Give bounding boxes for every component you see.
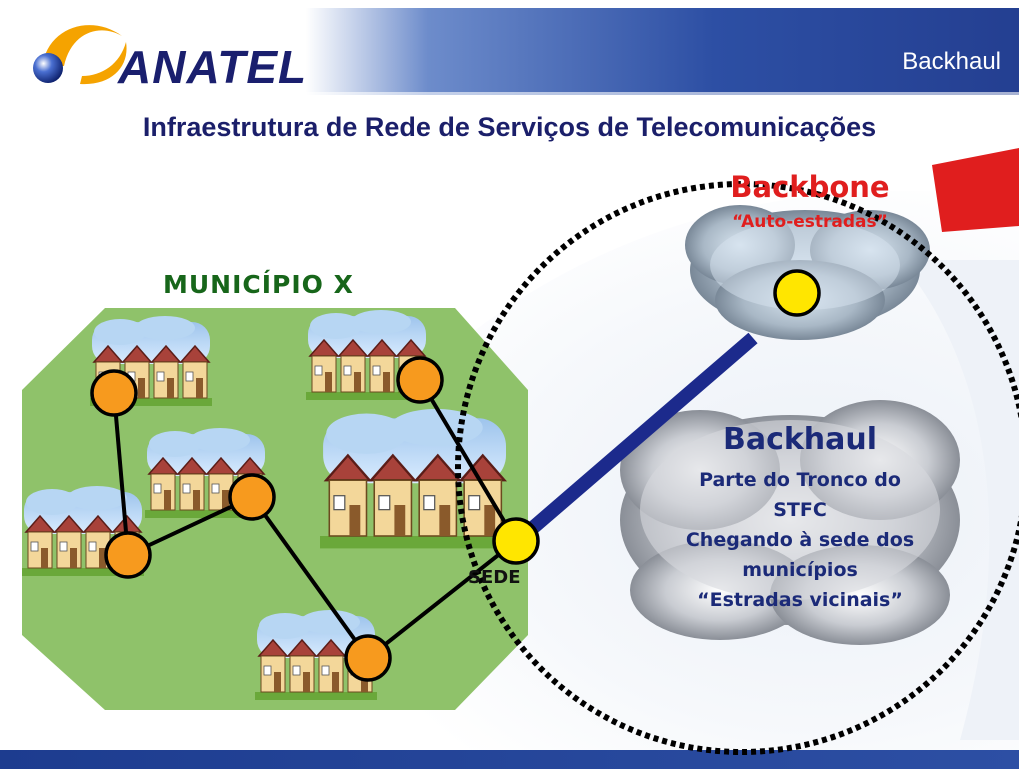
node-b: [104, 531, 152, 579]
backbone-subtitle: “Auto-estradas”: [732, 212, 888, 232]
page-title: Infraestrutura de Rede de Serviços de Te…: [142, 112, 877, 142]
anatel-logo: [33, 25, 127, 85]
municipal-nodes: [90, 356, 444, 682]
village-3: [145, 428, 267, 518]
backhaul-line: “Estradas vicinais”: [697, 589, 903, 611]
backhaul-cloud: [620, 400, 960, 645]
node-e: [396, 356, 444, 404]
sede-node: [492, 517, 540, 565]
node-a: [90, 369, 138, 417]
backbone-title: Backbone: [730, 170, 890, 204]
section-title: Backhaul: [902, 48, 1001, 75]
backhaul-line: Chegando à sede dos: [685, 529, 915, 551]
backhaul-link: [523, 332, 758, 538]
backhaul-line: municípios: [742, 559, 858, 581]
municipio-label: MUNICÍPIO X: [163, 270, 354, 299]
backhaul-area-boundary: [455, 181, 1019, 755]
sede-label: SEDE: [468, 567, 521, 588]
backbone-node: [773, 269, 821, 317]
village-2: [306, 310, 428, 400]
backhaul-line: STFC: [773, 499, 827, 521]
municipio-area: [22, 308, 528, 710]
backhaul-description: Parte do Tronco do STFC Chegando à sede …: [620, 465, 980, 615]
backhaul-title: Backhaul: [722, 422, 878, 457]
backhaul-line: Parte do Tronco do: [699, 469, 901, 491]
node-d: [344, 634, 392, 682]
village-4: [22, 486, 144, 576]
logo-text: ANATEL: [118, 41, 308, 93]
globe-icon: [33, 53, 63, 83]
node-c: [228, 473, 276, 521]
